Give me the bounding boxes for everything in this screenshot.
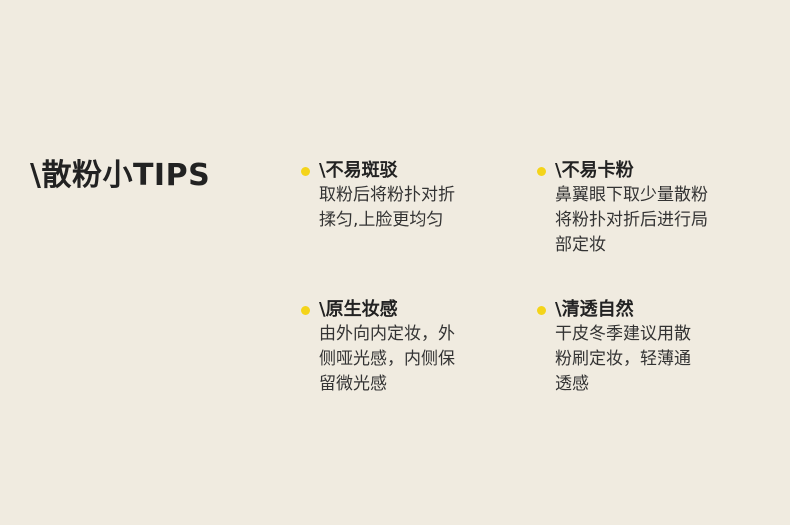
tip-body-line: 取粉后将粉扑对折 [319, 185, 455, 205]
tip-item: \清透自然 干皮冬季建议用散 粉刷定妆，轻薄通 透感 [537, 298, 755, 397]
tip-body-line: 留微光感 [319, 374, 387, 394]
tip-body: 由外向内定妆，外 侧哑光感，内侧保 留微光感 [319, 322, 519, 397]
tip-body-line: 粉刷定妆，轻薄通 [555, 349, 691, 369]
tip-body-line: 将粉扑对折后进行局 [555, 210, 708, 230]
tip-heading-text: \不易卡粉 [555, 160, 634, 181]
tip-heading: \原生妆感 [301, 298, 519, 322]
tip-heading: \不易卡粉 [537, 159, 755, 183]
tip-item: \不易卡粉 鼻翼眼下取少量散粉 将粉扑对折后进行局 部定妆 [537, 159, 755, 258]
tip-body-line: 部定妆 [555, 235, 606, 255]
tip-body: 鼻翼眼下取少量散粉 将粉扑对折后进行局 部定妆 [555, 183, 755, 258]
tip-body-line: 鼻翼眼下取少量散粉 [555, 185, 708, 205]
bullet-dot-icon [537, 306, 546, 315]
tip-heading: \清透自然 [537, 298, 755, 322]
bullet-dot-icon [537, 167, 546, 176]
tip-item: \原生妆感 由外向内定妆，外 侧哑光感，内侧保 留微光感 [301, 298, 519, 397]
tip-heading-text: \清透自然 [555, 299, 634, 320]
tip-body-line: 侧哑光感，内侧保 [319, 349, 455, 369]
tip-heading: \不易斑驳 [301, 159, 519, 183]
bullet-dot-icon [301, 167, 310, 176]
tip-body: 取粉后将粉扑对折 揉匀,上脸更均匀 [319, 183, 519, 233]
tip-body-line: 干皮冬季建议用散 [555, 324, 691, 344]
page-title: \散粉小TIPS [30, 158, 211, 193]
bullet-dot-icon [301, 306, 310, 315]
tip-body-line: 由外向内定妆，外 [319, 324, 455, 344]
tip-body-line: 揉匀,上脸更均匀 [319, 210, 444, 230]
tip-heading-text: \不易斑驳 [319, 160, 398, 181]
tip-item: \不易斑驳 取粉后将粉扑对折 揉匀,上脸更均匀 [301, 159, 519, 233]
tip-body-line: 透感 [555, 374, 589, 394]
tip-heading-text: \原生妆感 [319, 299, 398, 320]
tip-body: 干皮冬季建议用散 粉刷定妆，轻薄通 透感 [555, 322, 755, 397]
